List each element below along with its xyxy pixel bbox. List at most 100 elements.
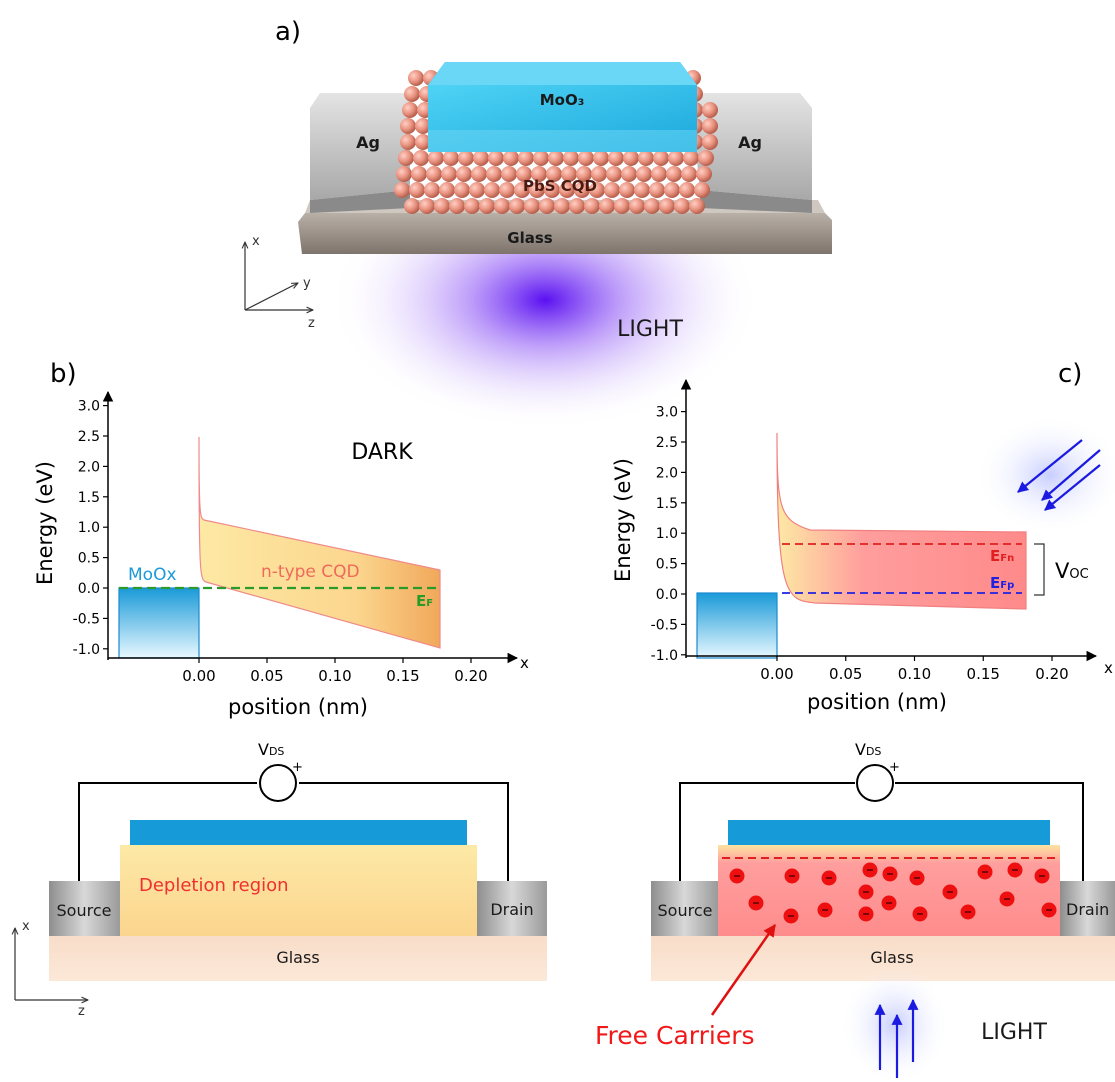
pbs-quantum-dot	[439, 182, 455, 198]
pbs-quantum-dot	[454, 182, 470, 198]
pbs-quantum-dot	[449, 198, 465, 214]
pbs-quantum-dot	[546, 166, 562, 182]
y-tick-label: -1.0	[651, 648, 678, 664]
light-label-c: LIGHT	[981, 1020, 1047, 1045]
pbs-quantum-dot	[548, 150, 564, 166]
pbs-quantum-dot	[415, 134, 431, 150]
pbs-quantum-dot	[434, 198, 450, 214]
depletion-label: Depletion region	[139, 875, 289, 896]
pbs-quantum-dot	[411, 166, 427, 182]
vds-label-c: VDS	[855, 740, 881, 759]
pbs-quantum-dot	[563, 150, 579, 166]
x-axis-letter-b: x	[520, 654, 529, 672]
y-tick-label: -0.5	[651, 617, 678, 633]
x-axis-label-b: position (nm)	[228, 695, 368, 719]
y-tick-label: -0.5	[73, 611, 100, 627]
pbs-quantum-dot	[516, 166, 532, 182]
pbs-quantum-dot	[561, 166, 577, 182]
y-tick-label: 2.0	[656, 465, 678, 481]
circuit-wire-b-right	[299, 782, 509, 882]
free-carriers	[729, 862, 1057, 924]
y-tick-label: 3.0	[78, 399, 100, 415]
pbs-quantum-dot	[486, 166, 502, 182]
pbs-quantum-dot	[702, 118, 718, 134]
dark-label: DARK	[351, 440, 413, 465]
light-glow-c-top	[975, 415, 1115, 535]
pbs-quantum-dot	[668, 150, 684, 166]
pbs-quantum-dot	[501, 166, 517, 182]
pbs-quantum-dot	[698, 150, 714, 166]
pbs-quantum-dot	[636, 166, 652, 182]
pbs-quantum-dot	[471, 166, 487, 182]
pbs-quantum-dot	[591, 166, 607, 182]
pbs-quantum-dot	[629, 198, 645, 214]
y-tick-label: 1.5	[78, 490, 100, 506]
x-axis-label-c: position (nm)	[807, 690, 947, 714]
pbs-quantum-dot	[531, 166, 547, 182]
drain-label-b: Drain	[490, 900, 533, 919]
cqd-label: n-type CQD	[261, 562, 360, 582]
voltage-source-c	[856, 764, 894, 802]
pbs-quantum-dot	[623, 150, 639, 166]
y-tick-label: 0.0	[78, 581, 100, 597]
pbs-quantum-dot	[606, 166, 622, 182]
pbs-quantum-dot	[584, 198, 600, 214]
pbs-quantum-dot	[651, 166, 667, 182]
pbs-quantum-dot	[574, 182, 590, 198]
y-tick-label: 1.5	[656, 496, 678, 512]
pbs-quantum-dot	[419, 198, 435, 214]
pbs-quantum-dot	[404, 86, 420, 102]
ef-label: EF	[416, 592, 433, 610]
illuminated-layer-c	[718, 845, 1060, 936]
pbs-quantum-dot	[402, 102, 418, 118]
pbs-quantum-dot	[514, 182, 530, 198]
pbs-quantum-dot	[689, 198, 705, 214]
circuit-wire-b	[78, 782, 257, 882]
moox-block	[118, 587, 200, 659]
voltage-source-b	[259, 764, 297, 802]
x-tick-label: 0.10	[318, 667, 351, 685]
pbs-label: PbS CQD	[523, 177, 597, 195]
x-tick-label: 0.15	[386, 667, 419, 685]
coordinate-axes-3d	[245, 242, 313, 310]
moox-label: MoOx	[128, 565, 177, 585]
pbs-quantum-dot	[426, 166, 442, 182]
pbs-quantum-dot	[621, 166, 637, 182]
y-tick-label: 0.0	[656, 587, 678, 603]
y-tick-label: 2.5	[656, 435, 678, 451]
x-tick-label: 0.00	[182, 667, 215, 685]
pbs-quantum-dot	[638, 150, 654, 166]
efn-label: EFn	[990, 547, 1014, 565]
moox-top-c	[728, 820, 1050, 845]
free-carriers-label: Free Carriers	[595, 1021, 755, 1050]
drain-contact-c	[1060, 881, 1115, 936]
pbs-quantum-dot	[614, 198, 630, 214]
source-label-b: Source	[57, 901, 112, 920]
pbs-quantum-dot	[503, 150, 519, 166]
cqd-band-illuminated	[776, 432, 1027, 610]
ag-left-label: Ag	[356, 133, 380, 152]
pbs-quantum-dot	[539, 198, 555, 214]
pbs-quantum-dot	[659, 198, 675, 214]
y-ticks-c: 3.02.52.01.51.00.50.0-0.5-1.0	[651, 405, 686, 664]
source-contact-c	[651, 881, 718, 936]
pbs-quantum-dot	[409, 182, 425, 198]
drain-label-c: Drain	[1066, 900, 1109, 919]
pbs-quantum-dot	[479, 198, 495, 214]
pbs-quantum-dot	[664, 182, 680, 198]
pbs-quantum-dot	[679, 182, 695, 198]
panel-c-label: c)	[1058, 359, 1082, 389]
y-axis-label-c: Energy (eV)	[611, 458, 635, 582]
pbs-quantum-dot	[499, 182, 515, 198]
pbs-quantum-dot	[554, 198, 570, 214]
device-b: VDS + Glass Source Drain Depletion regio…	[15, 740, 547, 1019]
pbs-quantum-dot	[589, 182, 605, 198]
pbs-quantum-dot	[696, 166, 712, 182]
pbs-quantum-dot	[408, 70, 424, 86]
pbs-cqd-layer	[394, 70, 718, 214]
circuit-wire-c-right	[895, 782, 1084, 882]
pbs-quantum-dot	[494, 198, 510, 214]
efp-label: EFp	[990, 574, 1014, 592]
pbs-quantum-dot	[394, 182, 410, 198]
